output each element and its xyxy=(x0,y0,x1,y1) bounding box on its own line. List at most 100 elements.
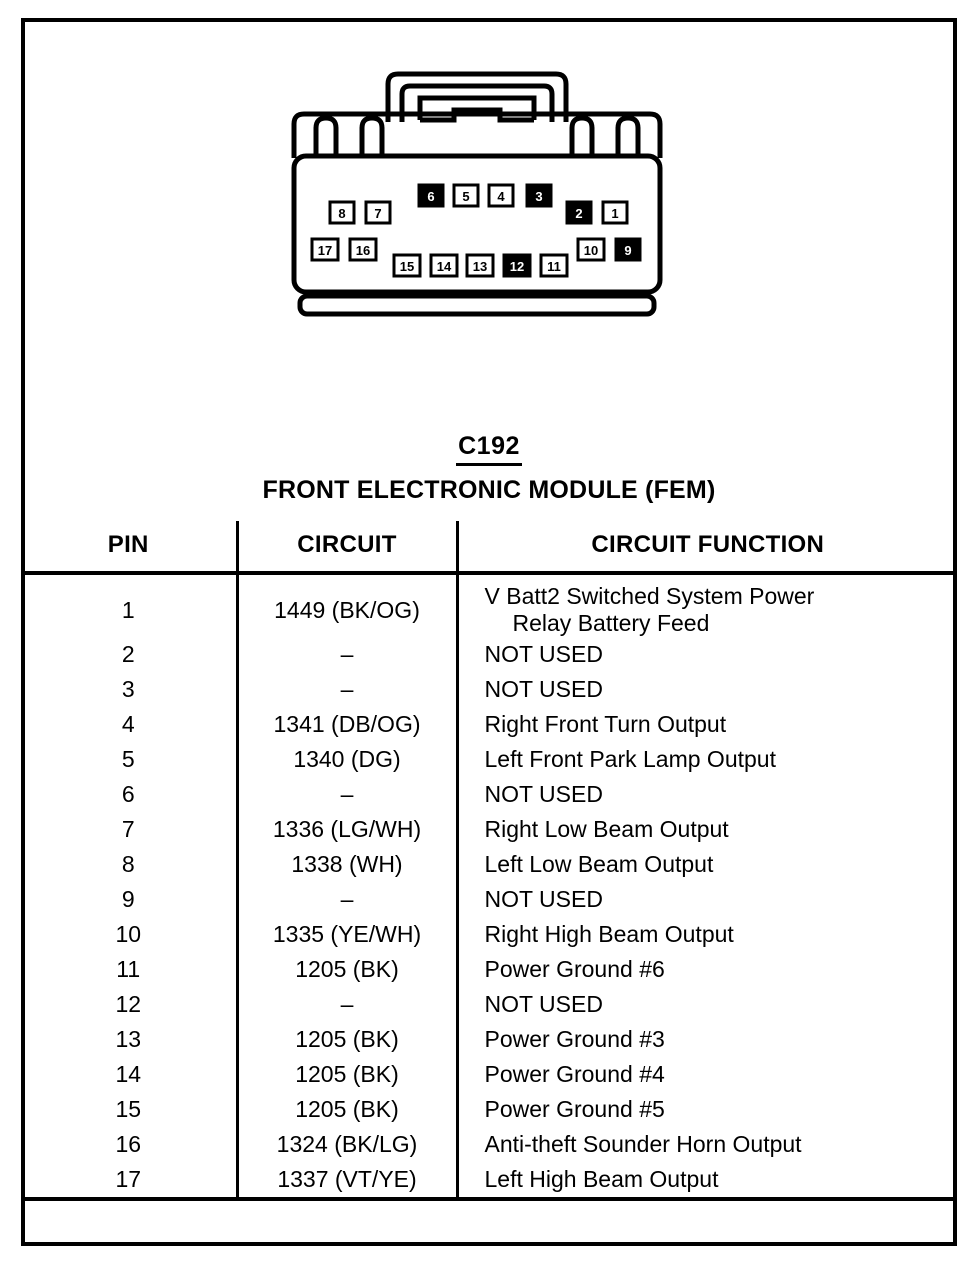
cavity-3: 3 xyxy=(525,183,553,208)
cavity-row-lower-outer: 17 16 10 9 xyxy=(310,237,642,262)
latch-window xyxy=(417,95,537,120)
cell-pin: 12 xyxy=(21,987,239,1022)
cavity-17-label: 17 xyxy=(318,243,332,258)
cell-circuit-function: Right High Beam Output xyxy=(484,921,734,947)
cell-circuit-function: NOT USED xyxy=(484,641,603,667)
cavity-5-label: 5 xyxy=(462,189,469,204)
cavity-15: 15 xyxy=(392,253,422,278)
connector-body xyxy=(291,153,663,295)
cell-circuit: 1324 (BK/LG) xyxy=(237,1127,459,1162)
table-header-row: PIN CIRCUIT CIRCUIT FUNCTION xyxy=(21,521,957,575)
cavity-5: 5 xyxy=(452,183,480,208)
cavity-16: 16 xyxy=(348,237,378,262)
header-circuit: CIRCUIT xyxy=(237,521,459,575)
cell-circuit-function: Left Low Beam Output xyxy=(484,851,714,877)
latch-inner-arch xyxy=(399,83,555,122)
cavity-12: 12 xyxy=(502,253,532,278)
cavity-10-label: 10 xyxy=(584,243,598,258)
cavity-1: 1 xyxy=(601,200,629,225)
connector-diagram: 6 5 4 3 8 7 xyxy=(286,62,668,320)
cell-pin: 2 xyxy=(21,637,239,672)
cavity-10: 10 xyxy=(576,237,606,262)
connector-id-wrap: C192 xyxy=(21,432,957,466)
cell-circuit: 1205 (BK) xyxy=(237,952,459,987)
cavity-row-upper-outer: 8 7 2 1 xyxy=(328,200,629,225)
cell-pin: 7 xyxy=(21,812,239,847)
cell-circuit: 1338 (WH) xyxy=(237,847,459,882)
cavity-13: 13 xyxy=(465,253,495,278)
cell-pin: 9 xyxy=(21,882,239,917)
cavity-6: 6 xyxy=(417,183,445,208)
cell-circuit-function: NOT USED xyxy=(484,991,603,1017)
table-row: 3–NOT USED xyxy=(21,672,957,707)
cell-pin: 8 xyxy=(21,847,239,882)
table-bottom-rule xyxy=(21,1197,957,1201)
cavity-8-label: 8 xyxy=(338,206,345,221)
table-header: PIN CIRCUIT CIRCUIT FUNCTION xyxy=(21,521,957,575)
header-circuit-function: CIRCUIT FUNCTION xyxy=(457,521,957,575)
table-row: 2–NOT USED xyxy=(21,637,957,672)
cavity-11: 11 xyxy=(539,253,569,278)
cell-circuit: – xyxy=(237,672,459,707)
title-block: C192 FRONT ELECTRONIC MODULE (FEM) xyxy=(21,432,957,505)
rib-left-2 xyxy=(359,115,385,158)
cavity-3-label: 3 xyxy=(535,189,542,204)
cavity-15-label: 15 xyxy=(400,259,414,274)
cavity-16-label: 16 xyxy=(356,243,370,258)
cell-circuit-function: Right Low Beam Output xyxy=(484,816,729,842)
cell-circuit-function: Left Front Park Lamp Output xyxy=(484,746,776,772)
cell-circuit-function: NOT USED xyxy=(484,781,603,807)
header-pin: PIN xyxy=(21,521,239,575)
rib-left-1 xyxy=(313,115,339,158)
cavity-9: 9 xyxy=(614,237,642,262)
cell-pin: 17 xyxy=(21,1162,239,1197)
cavity-1-label: 1 xyxy=(611,206,618,221)
function-line-2: Relay Battery Feed xyxy=(512,610,710,636)
cell-circuit-function: Power Ground #5 xyxy=(484,1096,665,1122)
cavity-11-label: 11 xyxy=(547,259,561,274)
cell-circuit: 1205 (BK) xyxy=(237,1022,459,1057)
shoulder-top-edge xyxy=(291,111,663,125)
cell-circuit: 1336 (LG/WH) xyxy=(237,812,459,847)
cell-pin: 14 xyxy=(21,1057,239,1092)
connector-base-strip xyxy=(297,293,657,317)
cell-circuit: 1205 (BK) xyxy=(237,1057,459,1092)
cell-pin: 6 xyxy=(21,777,239,812)
cell-pin: 4 xyxy=(21,707,239,742)
cell-circuit: – xyxy=(237,882,459,917)
latch-outer-arch xyxy=(385,71,569,122)
cell-circuit-function: NOT USED xyxy=(484,676,603,702)
cell-circuit-function: Right Front Turn Output xyxy=(484,711,727,737)
rib-right-2 xyxy=(615,115,641,158)
function-line-1: V Batt2 Switched System Power xyxy=(484,583,815,609)
cavity-9-label: 9 xyxy=(624,243,631,258)
cell-circuit-function: Power Ground #3 xyxy=(484,1026,665,1052)
cell-circuit: – xyxy=(237,987,459,1022)
cell-pin: 1 xyxy=(21,573,239,637)
cavity-14-label: 14 xyxy=(437,259,452,274)
cavity-row-lower-center: 15 14 13 12 11 xyxy=(392,253,569,278)
cell-circuit: 1337 (VT/YE) xyxy=(237,1162,459,1197)
cell-circuit-function: Anti-theft Sounder Horn Output xyxy=(484,1131,802,1157)
connector-latch xyxy=(385,71,569,123)
connector-drawing: 6 5 4 3 8 7 xyxy=(291,71,663,317)
cavity-6-label: 6 xyxy=(427,189,434,204)
cell-circuit: 1341 (DB/OG) xyxy=(237,707,459,742)
cavity-2-label: 2 xyxy=(575,206,582,221)
cavity-4-label: 4 xyxy=(497,189,505,204)
table-row: 9–NOT USED xyxy=(21,882,957,917)
cavity-14: 14 xyxy=(429,253,459,278)
cell-pin: 10 xyxy=(21,917,239,952)
